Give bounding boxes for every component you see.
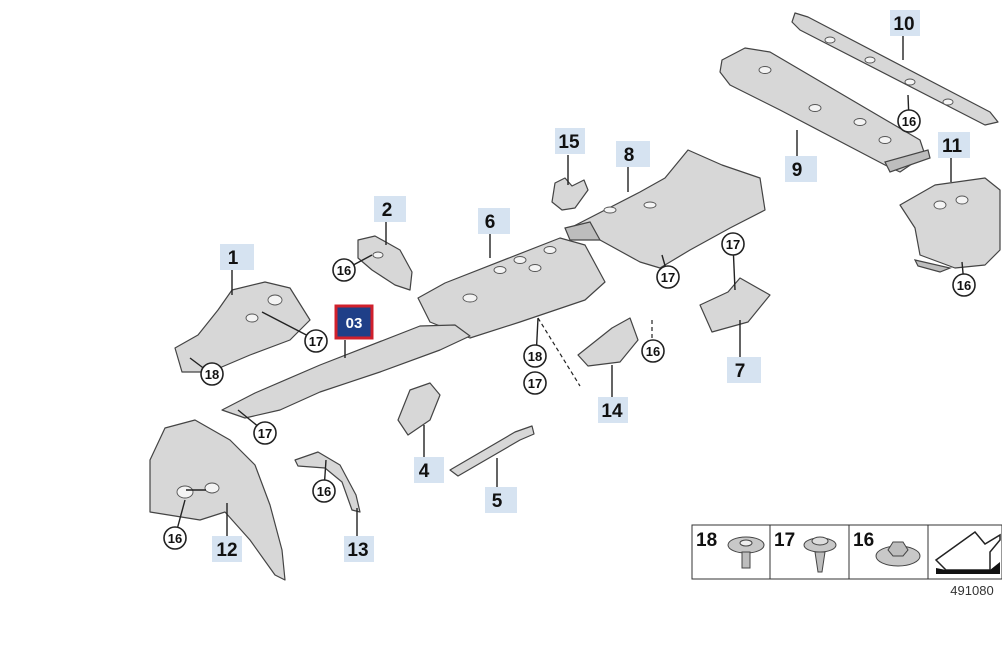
callout-13: 13	[344, 536, 374, 562]
part-4-bracket[interactable]	[397, 382, 441, 436]
fastener-callout: 17	[721, 232, 745, 256]
fastener-callout: 16	[312, 479, 336, 503]
svg-text:5: 5	[492, 491, 503, 512]
svg-text:6: 6	[485, 212, 496, 233]
screw-icon	[803, 536, 837, 573]
svg-text:13: 13	[347, 540, 368, 561]
svg-text:11: 11	[942, 136, 963, 157]
svg-text:16: 16	[317, 484, 331, 499]
callout-7: 7	[727, 357, 761, 383]
part-15-bracket[interactable]	[551, 177, 589, 211]
svg-text:4: 4	[419, 461, 430, 482]
fastener-callout: 16	[641, 339, 665, 363]
svg-text:8: 8	[624, 145, 635, 166]
fastener-callout: 17	[304, 329, 328, 353]
svg-text:16: 16	[957, 278, 971, 293]
svg-text:17: 17	[774, 530, 795, 551]
svg-text:17: 17	[258, 426, 272, 441]
svg-text:17: 17	[309, 334, 323, 349]
diagram-number: 491080	[950, 583, 993, 598]
callout-9: 9	[785, 156, 817, 182]
fastener-legend: 18 17 16	[691, 524, 1002, 580]
part-11-heat-shield[interactable]	[899, 177, 1001, 273]
fastener-callout: 16	[952, 273, 976, 297]
part-8-tunnel-shield[interactable]	[564, 149, 766, 269]
part-12-wheel-arch-shield[interactable]	[149, 419, 286, 581]
svg-text:17: 17	[661, 270, 675, 285]
callout-8: 8	[616, 141, 650, 167]
fastener-callout: 17	[523, 371, 547, 395]
part-14-bracket[interactable]	[577, 317, 639, 367]
callout-14: 14	[598, 397, 628, 423]
clip-nut-icon	[727, 536, 765, 569]
svg-text:18: 18	[528, 349, 542, 364]
callout-2: 2	[374, 196, 406, 222]
svg-text:16: 16	[168, 531, 182, 546]
fastener-callout: 16	[163, 526, 187, 550]
callout-5: 5	[485, 487, 517, 513]
svg-text:18: 18	[696, 530, 717, 551]
callout-6: 6	[478, 208, 510, 234]
callout-1: 1	[220, 244, 254, 270]
callout-4: 4	[414, 457, 444, 483]
svg-text:17: 17	[726, 237, 740, 252]
svg-text:12: 12	[216, 540, 237, 561]
highlighted-part-label[interactable]: 03	[334, 304, 374, 340]
svg-text:15: 15	[558, 132, 580, 153]
svg-text:7: 7	[735, 361, 746, 382]
svg-text:16: 16	[853, 530, 874, 551]
callout-12: 12	[212, 536, 242, 562]
fastener-callout: 17	[253, 421, 277, 445]
part-6-heat-shield[interactable]	[417, 237, 606, 339]
svg-text:10: 10	[893, 14, 914, 35]
svg-text:16: 16	[646, 344, 660, 359]
svg-text:1: 1	[228, 248, 239, 269]
part-10-heat-shield[interactable]	[791, 12, 999, 126]
fastener-callout: 16	[897, 109, 921, 133]
callout-15: 15	[555, 128, 585, 154]
hex-nut-icon	[875, 541, 921, 567]
part-2-bracket[interactable]	[357, 235, 413, 291]
svg-text:03: 03	[346, 315, 363, 332]
svg-text:18: 18	[205, 367, 219, 382]
part-13-rail[interactable]	[294, 451, 361, 513]
svg-text:14: 14	[601, 401, 623, 422]
part-03-heat-shield[interactable]	[221, 324, 471, 419]
part-7-bracket[interactable]	[699, 277, 771, 333]
orientation-arrow-icon	[934, 530, 1001, 574]
fastener-callout: 16	[332, 258, 356, 282]
callout-11: 11	[938, 132, 970, 158]
svg-text:16: 16	[902, 114, 916, 129]
fastener-callout: 18	[523, 344, 547, 368]
fastener-callout: 17	[656, 265, 680, 289]
fastener-callout: 18	[200, 362, 224, 386]
callout-10: 10	[890, 10, 920, 36]
svg-text:9: 9	[792, 160, 803, 181]
svg-text:2: 2	[382, 200, 393, 221]
part-5-strip[interactable]	[449, 425, 535, 477]
svg-text:17: 17	[528, 376, 542, 391]
part-9-heat-shield[interactable]	[719, 47, 931, 173]
svg-text:16: 16	[337, 263, 351, 278]
